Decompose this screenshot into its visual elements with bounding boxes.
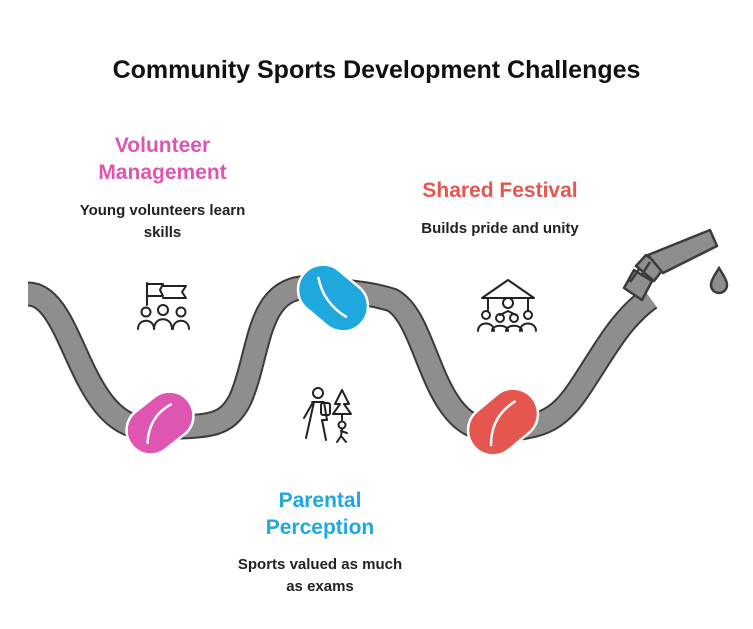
description-line: Builds pride and unity [421, 220, 579, 237]
parental-perception-description: Sports valued as much as exams [215, 554, 425, 598]
knot-pink [125, 390, 195, 456]
heading-line: Volunteer [114, 134, 211, 157]
heading-line: Parental [278, 489, 362, 512]
parental-perception-heading: Parental Perception [215, 487, 425, 541]
volunteer-management-description: Young volunteers learn skills [60, 200, 265, 244]
description-line: as exams [286, 578, 354, 595]
knot-red [466, 387, 540, 457]
water-drop [709, 265, 729, 295]
knot-blue [296, 263, 370, 333]
heading-line: Perception [265, 516, 375, 539]
description-line: skills [143, 224, 182, 241]
volunteer-management-heading: Volunteer Management [60, 132, 265, 186]
family-hiking-icon [303, 387, 352, 443]
heading-line: Shared Festival [422, 179, 578, 202]
hose-nozzle [622, 228, 719, 302]
description-line: Young volunteers learn [79, 202, 246, 219]
volunteers-flag-icon [137, 282, 190, 330]
shared-festival-description: Builds pride and unity [395, 218, 605, 240]
heading-line: Management [98, 161, 227, 184]
description-line: Sports valued as much [237, 556, 403, 573]
diagram-title: Community Sports Development Challenges [112, 56, 641, 84]
festival-crowd-icon [477, 279, 537, 332]
shared-festival-heading: Shared Festival [395, 177, 605, 204]
